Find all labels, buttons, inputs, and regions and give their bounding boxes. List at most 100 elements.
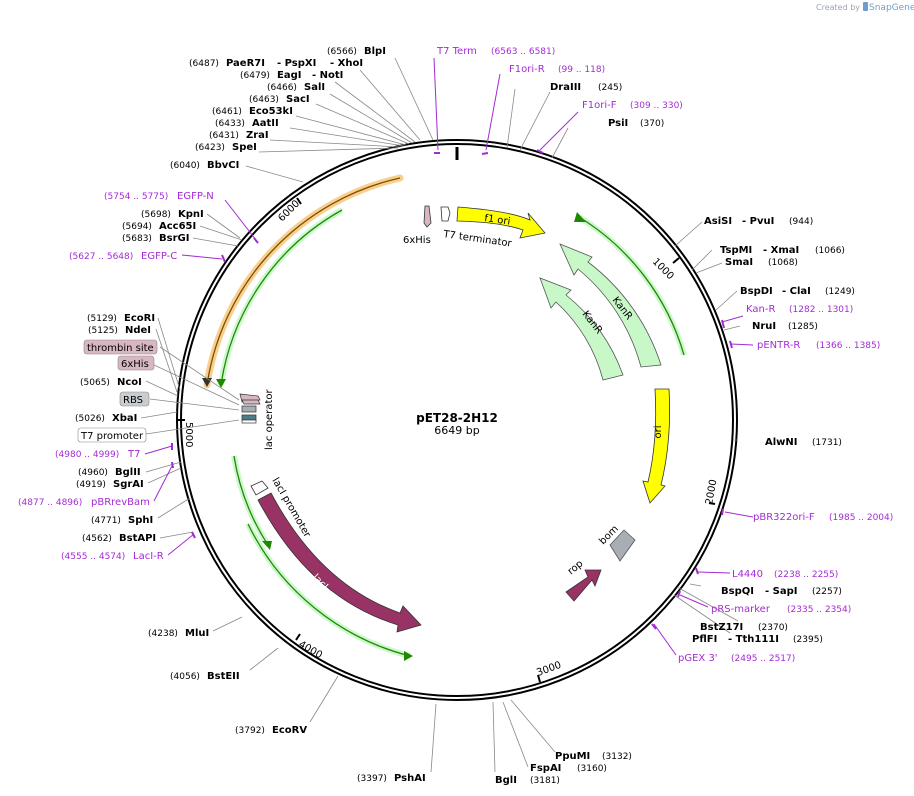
his-tag-box-label: 6xHis bbox=[121, 359, 149, 370]
site-pos-alwni: (1731) bbox=[812, 438, 842, 448]
site-name-pshai: PshAI bbox=[394, 773, 426, 784]
green-orf-line-upper bbox=[220, 209, 343, 386]
site-name-sali: SalI bbox=[304, 82, 325, 93]
site-name-eco53ki: Eco53kI bbox=[249, 106, 293, 117]
site-pos-nrui: (1285) bbox=[788, 322, 818, 332]
site-name-bbvci: BbvCI bbox=[207, 160, 239, 171]
orange-orf-arc bbox=[203, 174, 404, 389]
t7-promoter-mini bbox=[241, 419, 257, 424]
primer-pos-pbrrevbam: (4877 .. 4896) bbox=[18, 498, 82, 508]
primer-name-l4440: L4440 bbox=[732, 569, 763, 580]
primer-labels: T7 Term (6563 .. 6581) F1ori-R (99 .. 11… bbox=[18, 46, 893, 664]
site-name-bspdi: BspDI bbox=[740, 286, 773, 297]
t7-promoter-box-label: T7 promoter bbox=[80, 431, 144, 442]
primer-pos-t7-term: (6563 .. 6581) bbox=[491, 47, 555, 57]
site-name-bglii: BglII bbox=[115, 467, 141, 478]
site-name-fspai: FspAI bbox=[530, 763, 561, 774]
site-pos-ecorv: (3792) bbox=[235, 726, 265, 736]
primer-name-pbrrevbam: pBRrevBam bbox=[91, 497, 150, 508]
primer-name-t7-term: T7 Term bbox=[436, 46, 477, 57]
site-pos-tspmi: (1066) bbox=[815, 246, 845, 256]
kanr-orf-line bbox=[578, 216, 685, 356]
right-connectors bbox=[673, 221, 741, 634]
site-pos-eco53ki: (6461) bbox=[212, 107, 242, 117]
his-tag-label: 6xHis bbox=[403, 235, 431, 246]
site-name-pvui: - PvuI bbox=[742, 216, 774, 227]
kanr-orf-arrowhead bbox=[574, 212, 586, 222]
lac-operator-cluster bbox=[239, 393, 261, 424]
site-pos-psii: (370) bbox=[640, 119, 664, 129]
tick-mark-2000 bbox=[708, 502, 716, 505]
site-name-eagi: EagI bbox=[277, 70, 301, 81]
tick-label-5000: 5000 bbox=[183, 422, 194, 447]
site-name-sphi: SphI bbox=[128, 515, 153, 526]
site-name-bstz17i: BstZ17I bbox=[700, 622, 743, 633]
laci-feature bbox=[257, 492, 422, 633]
primer-pos-pgex3: (2495 .. 2517) bbox=[731, 654, 795, 664]
site-name-kpni: KpnI bbox=[178, 209, 204, 220]
thrombin-site-label: thrombin site bbox=[87, 343, 154, 354]
site-name-bsrgi: BsrGI bbox=[159, 233, 189, 244]
site-pos-xbai: (5026) bbox=[75, 414, 105, 424]
primer-pos-f1ori-r: (99 .. 118) bbox=[558, 65, 605, 75]
site-name-bstapi: BstAPI bbox=[119, 533, 156, 544]
site-pos-bstz17i: (2370) bbox=[758, 623, 788, 633]
boxed-feature-labels: thrombin site 6xHis RBS T7 promoter bbox=[77, 339, 158, 443]
f1-ori-label: f1 ori bbox=[484, 213, 511, 228]
kanr-inner-feature bbox=[539, 277, 624, 381]
site-pos-sali: (6466) bbox=[267, 83, 297, 93]
site-name-bspqi: BspQI bbox=[721, 586, 754, 597]
site-pos-bgli: (3181) bbox=[530, 776, 560, 786]
site-pos-bsrgi: (5683) bbox=[122, 234, 152, 244]
site-pos-acc65i: (5694) bbox=[122, 222, 152, 232]
site-name-spei: SpeI bbox=[232, 142, 257, 153]
site-name-clai: - ClaI bbox=[782, 286, 811, 297]
primer-name-prs-marker: pRS-marker bbox=[711, 604, 771, 615]
primer-name-t7: T7 bbox=[127, 449, 140, 460]
site-name-blpi: BlpI bbox=[364, 46, 386, 57]
backbone-outer-circle bbox=[176, 139, 738, 701]
laci-orf-line-short bbox=[233, 455, 269, 546]
site-name-draiii: DraIII bbox=[550, 82, 581, 93]
primer-pos-laci-r: (4555 .. 4574) bbox=[61, 552, 125, 562]
primer-name-pbr322ori-f: pBR322ori-F bbox=[753, 512, 815, 523]
tick-mark-3000 bbox=[537, 674, 541, 683]
site-pos-sphi: (4771) bbox=[91, 516, 121, 526]
site-name-ncoi: NcoI bbox=[117, 377, 142, 388]
primer-pos-pentr-r: (1366 .. 1385) bbox=[816, 341, 880, 351]
rbs-mini bbox=[241, 405, 257, 413]
site-pos-ncoi: (5065) bbox=[80, 378, 110, 388]
site-pos-eagi: (6479) bbox=[240, 71, 270, 81]
primer-name-egfp-n: EGFP-N bbox=[177, 191, 214, 202]
primer-pos-egfp-n: (5754 .. 5775) bbox=[104, 192, 168, 202]
site-pos-bspdi: (1249) bbox=[825, 287, 855, 297]
primer-pos-kan-r: (1282 .. 1301) bbox=[789, 305, 853, 315]
site-name-aatii: AatII bbox=[252, 118, 279, 129]
site-name-ecorv: EcoRV bbox=[272, 725, 307, 736]
laci-orf-arc-long bbox=[245, 522, 411, 659]
site-name-alwni: AlwNI bbox=[765, 437, 798, 448]
site-pos-blpi: (6566) bbox=[327, 47, 357, 57]
f1-ori-feature bbox=[456, 206, 546, 239]
site-pos-aatii: (6433) bbox=[215, 119, 245, 129]
site-name-ecori: EcoRI bbox=[124, 313, 155, 324]
snapgene-logo-icon bbox=[863, 2, 869, 11]
site-pos-zrai: (6431) bbox=[209, 131, 239, 141]
t7-terminator-feature bbox=[440, 206, 451, 222]
bom-feature bbox=[609, 529, 636, 562]
site-name-bgli: BglI bbox=[495, 775, 517, 786]
primer-name-laci-r: LacI-R bbox=[133, 551, 164, 562]
site-name-tspmi: TspMI bbox=[720, 245, 752, 256]
plasmid-name: pET28-2H12 bbox=[416, 411, 498, 425]
site-pos-bglii: (4960) bbox=[78, 468, 108, 478]
rbs-box bbox=[119, 391, 150, 407]
primer-name-f1ori-f: F1ori-F bbox=[582, 100, 617, 111]
site-name-pspxi: - PspXI bbox=[277, 58, 316, 69]
site-pos-fspai: (3160) bbox=[577, 764, 607, 774]
laci-promoter-feature bbox=[250, 480, 269, 496]
site-pos-paer7i: (6487) bbox=[189, 59, 219, 69]
primer-connectors bbox=[144, 57, 754, 656]
primer-pos-egfp-c: (5627 .. 5648) bbox=[69, 252, 133, 262]
